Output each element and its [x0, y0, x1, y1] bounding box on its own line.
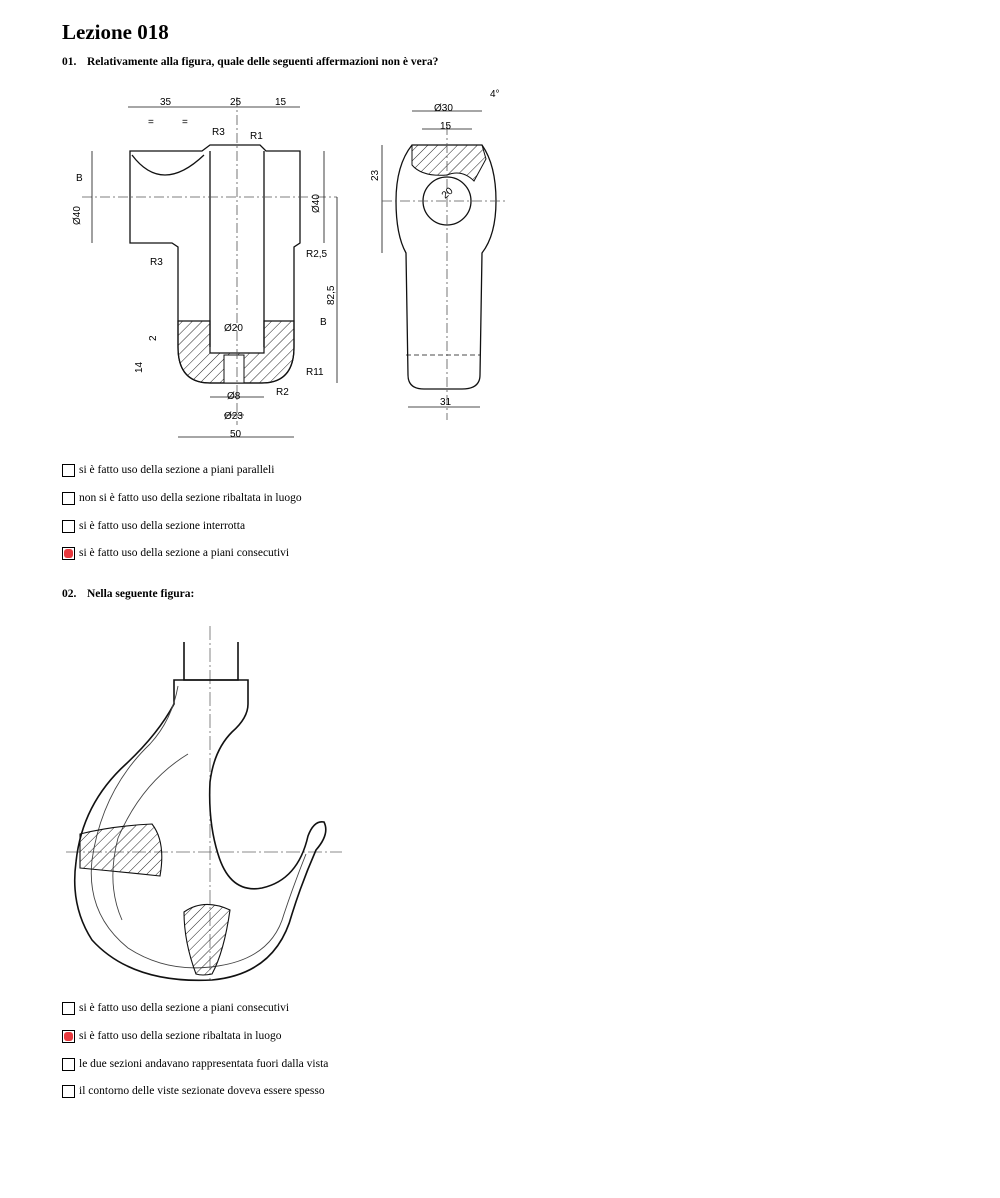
option-label: non si è fatto uso della sezione ribalta… [79, 492, 302, 504]
dim-15-side: 15 [440, 121, 452, 132]
dim-r1: R1 [250, 131, 263, 142]
dim-d8: Ø8 [227, 391, 241, 402]
dim-eq-1: = [148, 117, 154, 128]
q01-option-4[interactable]: si è fatto uso della sezione a piani con… [62, 545, 289, 561]
dim-35: 35 [160, 97, 172, 108]
q02-option-4[interactable]: il contorno delle viste sezionate doveva… [62, 1083, 325, 1099]
section-label-b-lower: B [320, 317, 327, 328]
question-number: 02. [62, 588, 77, 600]
q01-option-3[interactable]: si è fatto uso della sezione interrotta [62, 518, 245, 534]
option-label: si è fatto uso della sezione ribaltata i… [79, 1030, 282, 1042]
checkbox[interactable] [62, 463, 75, 477]
dim-31: 31 [440, 397, 452, 408]
question-text: Relativamente alla figura, quale delle s… [87, 56, 439, 68]
question-text: Nella seguente figura: [87, 588, 195, 600]
option-label: il contorno delle viste sezionate doveva… [79, 1085, 325, 1097]
option-label: si è fatto uso della sezione a piani con… [79, 1002, 290, 1014]
checkbox[interactable] [62, 1057, 75, 1071]
page-title: Lezione 018 [62, 20, 169, 44]
option-label: si è fatto uso della sezione interrotta [79, 520, 246, 532]
dim-d30: Ø30 [434, 103, 453, 114]
dim-d40-left: Ø40 [72, 206, 83, 225]
question-01-prompt: 01. Relativamente alla figura, quale dell… [62, 56, 438, 68]
dim-d23: Ø23 [224, 411, 243, 422]
dim-d20-side: 20 [440, 185, 456, 201]
dim-15: 15 [275, 97, 287, 108]
dim-r3-lower: R3 [150, 257, 163, 268]
q02-option-3[interactable]: le due sezioni andavano rappresentata fu… [62, 1056, 328, 1072]
checkbox[interactable] [62, 491, 75, 505]
checkbox[interactable] [62, 1001, 75, 1015]
dim-2: 2 [148, 335, 159, 341]
dim-d40-right: Ø40 [311, 194, 322, 213]
dim-23: 23 [370, 169, 381, 181]
question-02-hook-drawing [66, 626, 342, 982]
checkbox-checked[interactable] [62, 546, 75, 560]
checkbox[interactable] [62, 519, 75, 533]
option-label: le due sezioni andavano rappresentata fu… [79, 1058, 329, 1070]
checkbox[interactable] [62, 1084, 75, 1098]
dim-r25: R2,5 [306, 249, 328, 260]
dim-25: 25 [230, 97, 242, 108]
question-number: 01. [62, 56, 77, 68]
q02-option-1[interactable]: si è fatto uso della sezione a piani con… [62, 1000, 289, 1016]
dim-r3: R3 [212, 127, 225, 138]
dim-50: 50 [230, 429, 242, 440]
q01-option-1[interactable]: si è fatto uso della sezione a piani par… [62, 462, 274, 478]
question-02-prompt: 02. Nella seguente figura: [62, 588, 194, 600]
option-label: si è fatto uso della sezione a piani par… [79, 464, 275, 476]
dim-d20: Ø20 [224, 323, 243, 334]
section-label-b: B [76, 173, 83, 184]
dim-r2: R2 [276, 387, 289, 398]
checkbox-checked[interactable] [62, 1029, 75, 1043]
q01-option-2[interactable]: non si è fatto uso della sezione ribalta… [62, 490, 302, 506]
question-01-technical-drawing: 35 25 15 = = R3 R1 B Ø40 Ø40 R3 R2,5 82,… [72, 89, 507, 440]
option-label: si è fatto uso della sezione a piani con… [79, 547, 290, 559]
q02-option-2[interactable]: si è fatto uso della sezione ribaltata i… [62, 1028, 281, 1044]
dim-82-5: 82,5 [326, 285, 337, 305]
dim-14: 14 [134, 361, 145, 373]
dim-eq-2: = [182, 117, 188, 128]
dim-r11: R11 [306, 367, 324, 378]
dim-4-deg: 4° [490, 89, 500, 100]
